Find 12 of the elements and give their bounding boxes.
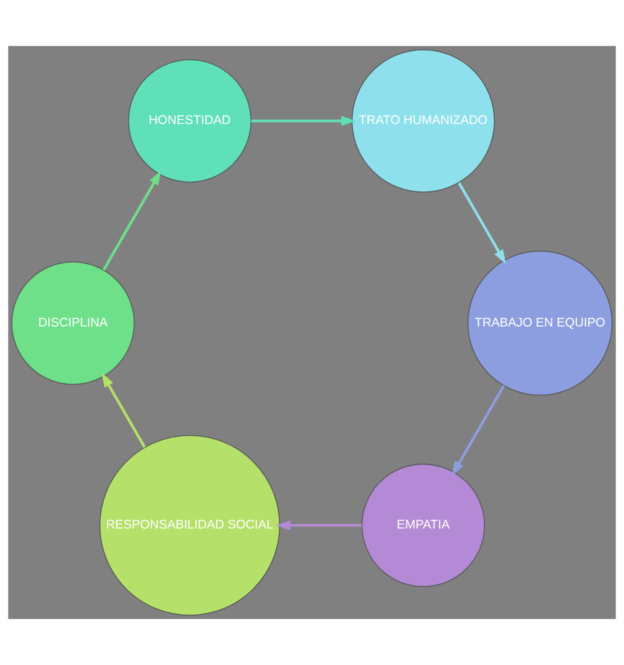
node-circle: EMPATIA <box>362 464 485 588</box>
arrow <box>276 520 362 530</box>
node-circle: TRATO HUMANIZADO <box>352 49 495 193</box>
arrow <box>458 182 506 264</box>
arrow <box>452 385 505 476</box>
node-circle: TRABAJO EN EQUIPO <box>467 250 613 396</box>
arrow <box>102 170 162 271</box>
node-circle: RESPONSABILIDAD SOCIAL <box>99 435 280 616</box>
arrow <box>251 116 356 126</box>
node-circle: DISCIPLINA <box>11 261 135 385</box>
arrow <box>102 372 146 448</box>
node-circle: HONESTIDAD <box>128 59 252 183</box>
